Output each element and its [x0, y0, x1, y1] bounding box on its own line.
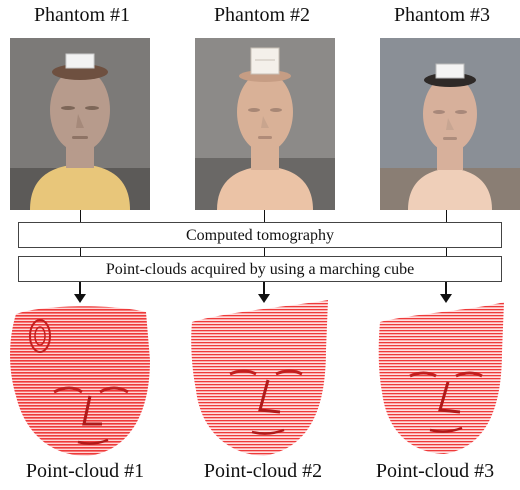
point-cloud-3-render — [366, 300, 516, 460]
point-cloud-1-render — [4, 300, 154, 460]
point-cloud-2-caption: Point-cloud #2 — [178, 460, 348, 483]
phantom-2-photo — [195, 38, 335, 210]
point-cloud-2-render — [184, 300, 334, 460]
point-cloud-1-caption: Point-cloud #1 — [0, 460, 170, 483]
ct-step-box: Computed tomography — [18, 222, 502, 248]
phantom-head — [423, 76, 477, 152]
marching-cube-step-box: Point-clouds acquired by using a marchin… — [18, 256, 502, 282]
phantom-3-title: Phantom #3 — [362, 4, 520, 27]
phantom-head — [50, 68, 110, 152]
point-cloud-3-caption: Point-cloud #3 — [350, 460, 520, 483]
connector-line — [80, 248, 81, 256]
phantom-2-title: Phantom #2 — [182, 4, 342, 27]
phantom-head — [237, 72, 293, 152]
connector-line — [446, 210, 447, 222]
phantom-1-title: Phantom #1 — [2, 4, 162, 27]
phantom-1-photo — [10, 38, 150, 210]
phantom-3-photo — [380, 38, 520, 210]
connector-line — [446, 248, 447, 256]
connector-line — [80, 210, 81, 222]
connector-line — [264, 248, 265, 256]
connector-line — [264, 210, 265, 222]
